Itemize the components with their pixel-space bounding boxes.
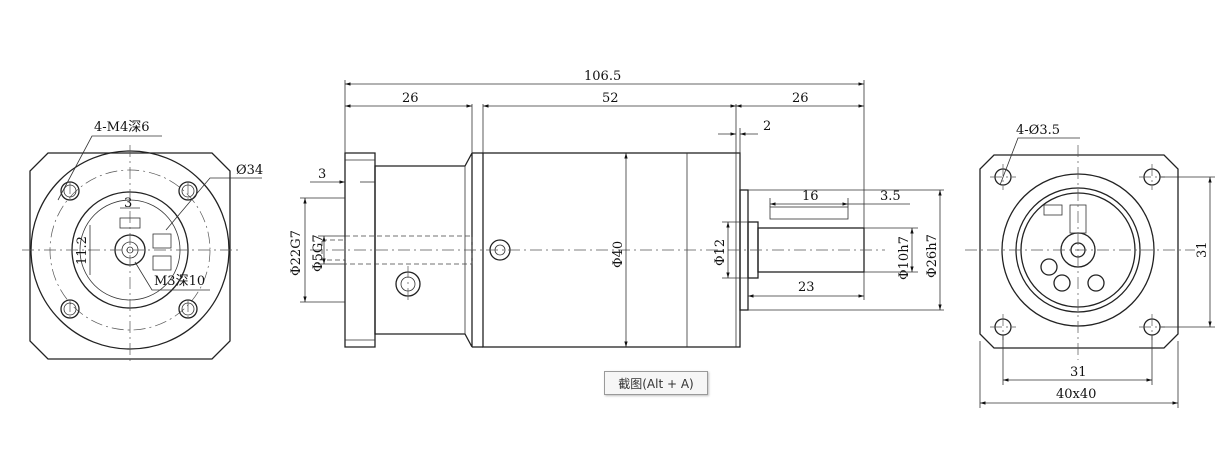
dim-clamp-screw: M3深10 [154, 274, 205, 289]
dim-body-diameter: Φ40 [611, 241, 626, 268]
dim-overall-length: 106.5 [584, 69, 621, 84]
dim-shoulder: 2 [763, 119, 771, 134]
side-flange [344, 152, 376, 348]
dim-key-offset: 3.5 [880, 189, 901, 204]
dim-input-bore: Φ5G7 [311, 234, 326, 272]
dim-shaft-length: 26 [792, 91, 809, 106]
input-flange-outline [29, 152, 231, 360]
dim-output-holes: 4-Ø3.5 [1016, 123, 1060, 138]
dim-input-slot-height: 11.2 [75, 236, 90, 265]
dim-key-length: 16 [802, 189, 819, 204]
dim-shaft-usable: 23 [798, 280, 815, 295]
input-end-view: 4-M4深6 Ø34 3 11.2 M3深10 [22, 120, 263, 365]
dim-shaft-diameter: Φ10h7 [897, 236, 912, 280]
dim-flange-step: 3 [318, 167, 326, 182]
dim-body-length: 52 [602, 91, 619, 106]
output-flange-outline [979, 154, 1179, 349]
dim-collar-diameter: Φ12 [713, 239, 728, 266]
clamp-screw-body-2 [152, 255, 172, 271]
clamp-screw-body [152, 233, 172, 249]
dim-output-square: 40x40 [1056, 387, 1096, 402]
output-gear-holes [1040, 258, 1105, 292]
dim-flange-length: 26 [402, 91, 419, 106]
screenshot-tooltip: 截图(Alt + A) [604, 371, 708, 395]
dim-output-pcd-h: 31 [1070, 365, 1087, 380]
output-end-view: 4-Ø3.5 31 31 40x40 [965, 123, 1215, 408]
side-key [769, 206, 849, 220]
dim-input-slot: 3 [124, 196, 132, 211]
dim-spigot-diameter: Φ26h7 [925, 234, 940, 278]
side-view: 106.5 26 52 26 2 3 16 3.5 23 Φ22G7 Φ5G7 … [289, 69, 944, 348]
dim-input-threads: 4-M4深6 [94, 120, 150, 135]
dim-bore-fit: Φ22G7 [289, 230, 304, 276]
dim-output-pcd-v: 31 [1195, 241, 1210, 258]
dim-input-pcd: Ø34 [236, 163, 263, 178]
